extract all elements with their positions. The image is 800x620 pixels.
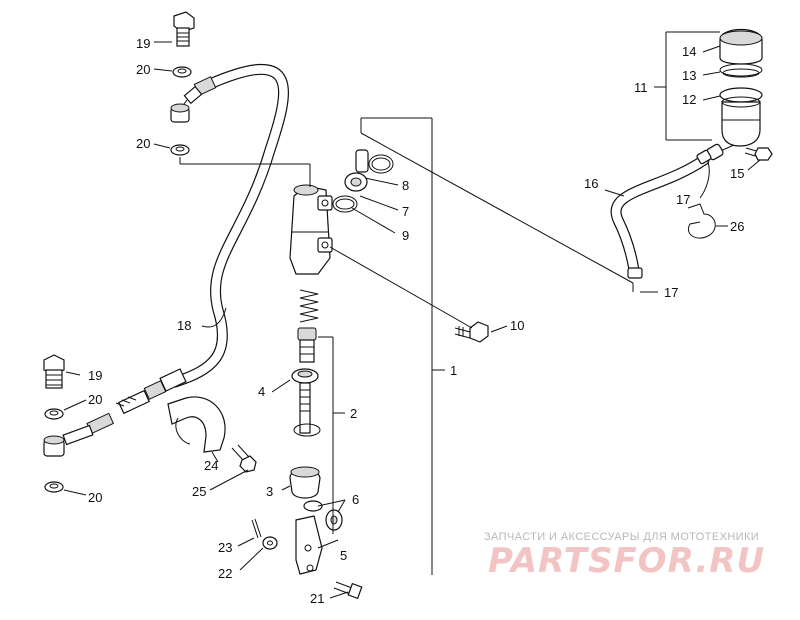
label-3: 3: [266, 484, 273, 499]
clevis: [295, 515, 323, 575]
inlet-fitting: [344, 149, 369, 192]
label-19-upper: 19: [136, 36, 150, 51]
washer-20d: [44, 481, 64, 493]
label-20-upper-b: 20: [136, 136, 150, 151]
inlet-clip: [368, 154, 394, 174]
label-20-upper-a: 20: [136, 62, 150, 77]
label-17-lower: 17: [664, 285, 678, 300]
part-labels: 19 20 20 19 20 20 18 8 7 9 10 1 2 4 3 6 …: [88, 36, 744, 606]
label-2: 2: [350, 406, 357, 421]
lower-hose-fitting: [62, 368, 187, 446]
label-16: 16: [584, 176, 598, 191]
label-12: 12: [682, 92, 696, 107]
hose-clamp-lower: [627, 267, 643, 279]
washer-20b: [170, 144, 190, 156]
clamp-screw: [231, 444, 257, 473]
label-10: 10: [510, 318, 524, 333]
banjo-eye-upper: [170, 103, 190, 123]
label-18: 18: [177, 318, 191, 333]
reservoir-diaphragm: [719, 63, 763, 78]
label-26: 26: [730, 219, 744, 234]
clevis-pin: [333, 581, 363, 600]
label-22: 22: [218, 566, 232, 581]
mounting-bolt: [454, 321, 489, 343]
label-20-lower-a: 20: [88, 392, 102, 407]
label-15: 15: [730, 166, 744, 181]
banjo-eye-lower: [43, 435, 65, 457]
label-4: 4: [258, 384, 265, 399]
label-13: 13: [682, 68, 696, 83]
label-20-lower-b: 20: [88, 490, 102, 505]
watermark-caption: ЗАПЧАСТИ И АКСЕССУАРЫ ДЛЯ МОТОТЕХНИКИ: [484, 531, 759, 543]
reservoir-plate: [719, 87, 763, 103]
leader-lines: [63, 31, 761, 599]
hose-clamp: [167, 396, 226, 453]
piston-assembly: [297, 327, 317, 363]
reservoir-cap[interactable]: [719, 29, 763, 65]
upper-banjo-bolt: [173, 11, 195, 47]
washer-20c: [44, 408, 64, 420]
hose-clip: [687, 203, 716, 239]
upper-hose-fitting: [180, 76, 217, 109]
reservoir-body[interactable]: [706, 96, 761, 161]
label-24: 24: [204, 458, 218, 473]
dust-boot: [289, 466, 321, 499]
label-6: 6: [352, 492, 359, 507]
watermark: ЗАПЧАСТИ И АКСЕССУАРЫ ДЛЯ МОТОТЕХНИКИ PA…: [484, 531, 765, 581]
washer-20a: [172, 66, 192, 78]
label-23: 23: [218, 540, 232, 555]
push-rod: [291, 368, 321, 437]
inlet-o-ring: [332, 195, 358, 213]
reservoir-hose[interactable]: [610, 154, 710, 276]
label-1: 1: [450, 363, 457, 378]
watermark-logo: PARTSFOR.RU: [488, 541, 765, 581]
hose-clamp-upper: [696, 149, 712, 165]
brake-hose[interactable]: [169, 63, 289, 388]
label-21: 21: [310, 591, 324, 606]
master-cylinder-body[interactable]: [289, 184, 333, 275]
reservoir-screw: [744, 147, 773, 161]
label-8: 8: [402, 178, 409, 193]
label-17-upper: 17: [676, 192, 690, 207]
return-spring: [299, 289, 319, 323]
label-19-lower: 19: [88, 368, 102, 383]
lower-banjo-bolt: [43, 354, 65, 389]
label-14: 14: [682, 44, 696, 59]
label-5: 5: [340, 548, 347, 563]
label-7: 7: [402, 204, 409, 219]
label-11: 11: [634, 80, 648, 95]
label-25: 25: [192, 484, 206, 499]
washer-22: [262, 536, 278, 550]
lock-nut: [303, 500, 343, 531]
cotter-pin: [251, 518, 262, 539]
label-9: 9: [402, 228, 409, 243]
